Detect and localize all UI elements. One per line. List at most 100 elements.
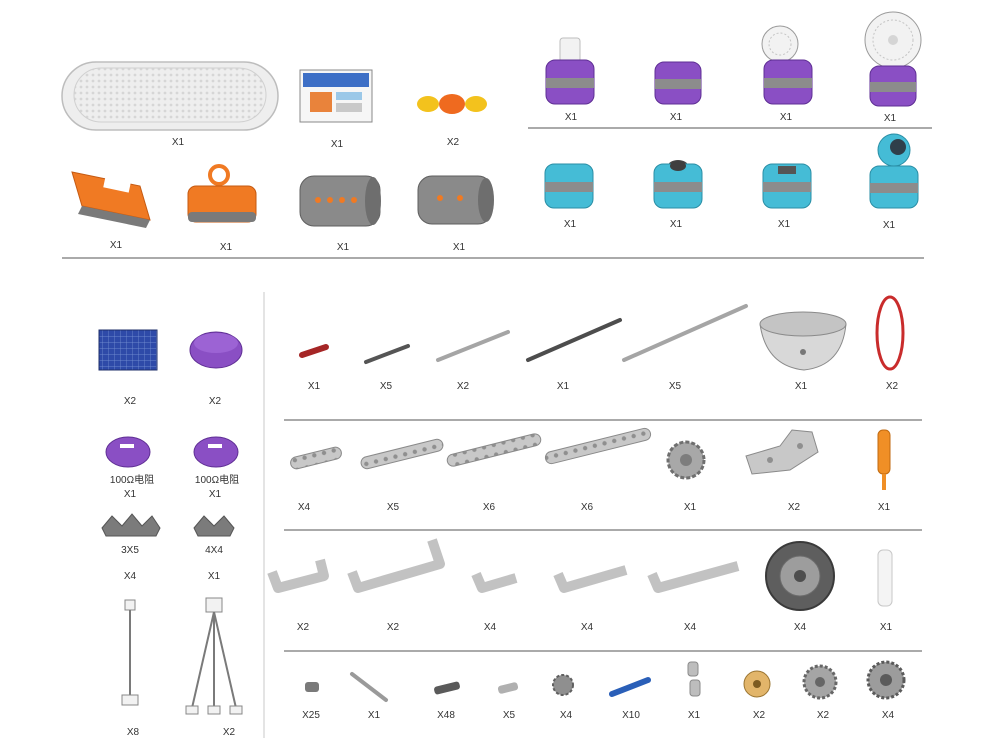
purple-fan-module-large-qty: X1 — [884, 113, 897, 124]
purple-button-module — [654, 61, 702, 105]
large-gear-qty: X4 — [882, 710, 895, 721]
rubber-band-ring — [875, 295, 905, 371]
purple-light-module — [545, 37, 595, 105]
cable-triple — [185, 597, 243, 715]
teal-ultrasonic-module-qty: X1 — [883, 220, 896, 231]
axle-pin — [434, 681, 460, 695]
satellite-dish — [759, 311, 847, 371]
short-axle-red-qty: X1 — [308, 381, 321, 392]
teal-sensor-module-b — [653, 160, 703, 209]
gray-motor-module-b — [417, 175, 494, 225]
beam-medium-qty: X5 — [387, 502, 400, 513]
connector-right — [193, 515, 235, 537]
purple-fan-module-small — [761, 25, 813, 105]
orange-hook-module — [187, 164, 257, 223]
connector-left-qty: X4 — [124, 571, 137, 582]
large-gear — [866, 660, 906, 700]
gray-motor-module-a — [299, 175, 381, 227]
purple-puck — [189, 331, 243, 369]
resistor-left — [105, 436, 151, 468]
beam-short — [290, 446, 342, 470]
axle-dark — [364, 344, 410, 364]
bracket-piece — [745, 429, 819, 475]
universal-joint — [687, 661, 701, 697]
small-gear-qty: X4 — [560, 710, 573, 721]
axle-gray-medium — [436, 330, 510, 362]
teal-sensor-module-c — [762, 163, 812, 209]
wheel-tire-qty: X4 — [794, 622, 807, 633]
gear-small-qty: X1 — [684, 502, 697, 513]
u-beam-large — [347, 538, 445, 593]
gear-small — [666, 440, 706, 480]
l-beam-large-qty: X4 — [684, 622, 697, 633]
axle-gray-medium-qty: X2 — [457, 381, 470, 392]
teal-sensor-module-b-qty: X1 — [670, 219, 683, 230]
orange-battery-box-qty: X1 — [110, 240, 123, 251]
beam-long-qty: X6 — [483, 502, 496, 513]
u-beam-small — [267, 558, 329, 593]
orange-battery-box — [71, 171, 151, 228]
beam-extra-long — [544, 427, 652, 465]
small-gear — [552, 674, 574, 696]
instruction-booklet — [299, 69, 373, 123]
axle-dark-qty: X5 — [380, 381, 393, 392]
short-axle-red — [299, 344, 329, 358]
connector-left-label: 3X5 — [121, 545, 139, 556]
bow-connector-qty: X2 — [447, 137, 460, 148]
resistor-left-label: 100Ω电阻 — [110, 473, 154, 486]
cable-single — [121, 599, 139, 706]
axle-dark-long — [526, 318, 622, 362]
screwdriver-tool — [877, 429, 891, 490]
purple-button-module-qty: X1 — [670, 112, 683, 123]
purple-fan-module-large — [864, 11, 922, 107]
satellite-dish-qty: X1 — [795, 381, 808, 392]
beam-extra-long-qty: X6 — [581, 502, 594, 513]
blue-long-pin — [609, 677, 651, 697]
crown-gear — [802, 664, 838, 700]
axle-dark-long-qty: X1 — [557, 381, 570, 392]
teal-sensor-module-a — [544, 163, 594, 209]
connector-left — [101, 513, 161, 537]
pin-removal-tool — [350, 672, 388, 702]
screwdriver-tool-qty: X1 — [878, 502, 891, 513]
pulley-gold-qty: X2 — [753, 710, 766, 721]
dot-matrix-panel — [61, 61, 279, 131]
beam-long — [446, 433, 542, 467]
l-beam-medium — [553, 565, 628, 593]
pulley-gold — [743, 670, 771, 698]
orange-hook-module-qty: X1 — [220, 242, 233, 253]
beam-short-qty: X4 — [298, 502, 311, 513]
wheel-tire — [765, 541, 835, 611]
solar-panel-qty: X2 — [124, 396, 137, 407]
purple-puck-qty: X2 — [209, 396, 222, 407]
connector-right-label: 4X4 — [205, 545, 223, 556]
blue-long-pin-qty: X10 — [622, 710, 640, 721]
bow-connector — [417, 94, 487, 114]
connector-right-qty: X1 — [208, 571, 221, 582]
pin-removal-tool-qty: X1 — [368, 710, 381, 721]
axle-pin-qty: X48 — [437, 710, 455, 721]
solar-panel — [98, 329, 158, 371]
bracket-piece-qty: X2 — [788, 502, 801, 513]
resistor-left-qty: X1 — [124, 489, 137, 500]
pin-connector-qty: X25 — [302, 710, 320, 721]
purple-fan-module-small-qty: X1 — [780, 112, 793, 123]
instruction-booklet-qty: X1 — [331, 139, 344, 150]
axle-gray-long-qty: X5 — [669, 381, 682, 392]
teal-ultrasonic-module — [869, 133, 919, 209]
rubber-band-ring-qty: X2 — [886, 381, 899, 392]
pin-connector — [305, 682, 319, 692]
teal-sensor-module-c-qty: X1 — [778, 219, 791, 230]
bushing-connector — [497, 682, 519, 694]
cable-triple-qty: X2 — [223, 727, 236, 738]
clear-tube — [877, 549, 893, 607]
purple-light-module-qty: X1 — [565, 112, 578, 123]
l-beam-small — [471, 572, 518, 593]
cable-single-qty: X8 — [127, 727, 140, 738]
universal-joint-qty: X1 — [688, 710, 701, 721]
resistor-right-qty: X1 — [209, 489, 222, 500]
gray-motor-module-b-qty: X1 — [453, 242, 466, 253]
resistor-right-label: 100Ω电阻 — [195, 473, 239, 486]
